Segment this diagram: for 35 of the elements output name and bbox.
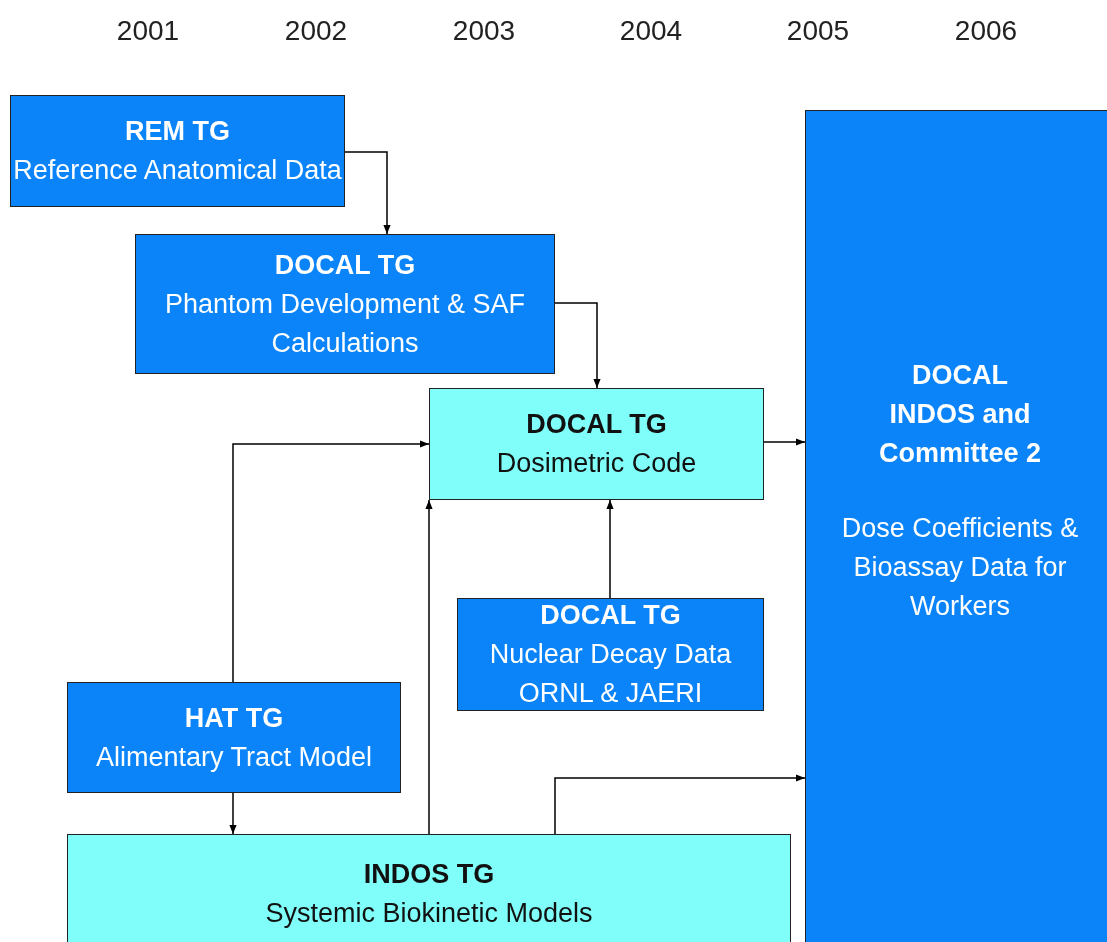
year-label: 2003	[452, 14, 516, 48]
arrow	[554, 302, 601, 389]
box-text: Alimentary Tract Model	[95, 740, 373, 774]
process-box	[10, 95, 345, 207]
process-box	[805, 110, 1107, 942]
process-box	[67, 682, 401, 793]
year-label: 2005	[786, 14, 850, 48]
process-box	[135, 234, 555, 374]
process-box	[457, 598, 764, 711]
box-heading: DOCAL INDOS and Committee 2	[877, 359, 1042, 470]
arrow	[344, 151, 391, 235]
box-text: Phantom Development & SAF Calculations	[163, 287, 527, 360]
year-label: 2006	[954, 14, 1018, 48]
box-heading: INDOS TG	[363, 858, 495, 891]
arrow	[425, 499, 433, 835]
box-heading: DOCAL TG	[526, 408, 667, 441]
box-text: Nuclear Decay Data ORNL & JAERI	[488, 638, 733, 710]
arrow	[232, 440, 430, 683]
arrow	[763, 438, 806, 446]
year-label: 2004	[619, 14, 683, 48]
arrow	[606, 499, 614, 599]
box-heading: DOCAL TG	[540, 599, 681, 632]
box-text: Dosimetric Code	[496, 447, 697, 480]
box-heading: REM TG	[125, 115, 230, 148]
process-box	[429, 388, 764, 500]
box-heading: HAT TG	[184, 701, 284, 735]
arrow	[229, 792, 237, 835]
year-label: 2002	[284, 14, 348, 48]
box-heading: DOCAL TG	[274, 248, 416, 282]
box-text: Reference Anatomical Data	[13, 154, 342, 187]
box-text: Systemic Biokinetic Models	[265, 897, 593, 930]
year-label: 2001	[116, 14, 180, 48]
arrow	[554, 774, 806, 835]
box-text: Dose Coefficients & Bioassay Data for Workers	[840, 512, 1080, 623]
process-box	[67, 834, 791, 942]
